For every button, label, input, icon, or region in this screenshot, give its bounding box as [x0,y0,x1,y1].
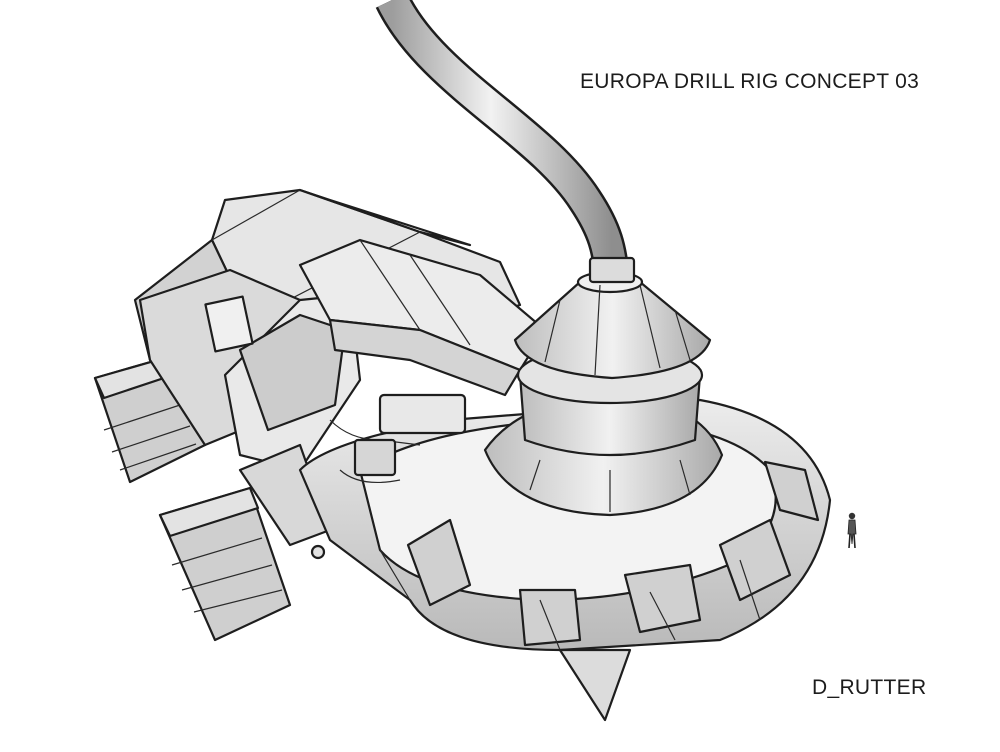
piping [310,393,467,560]
sketch-title: EUROPA DRILL RIG CONCEPT 03 [580,70,920,93]
track-front-left [158,486,292,642]
drill-column [483,270,724,517]
side-body [138,268,362,547]
human-scale-figure [847,512,857,549]
hose-collar [588,256,636,284]
artist-signature: D_RUTTER [812,676,927,699]
drill-arm [298,238,547,397]
drill-bit [558,648,632,722]
